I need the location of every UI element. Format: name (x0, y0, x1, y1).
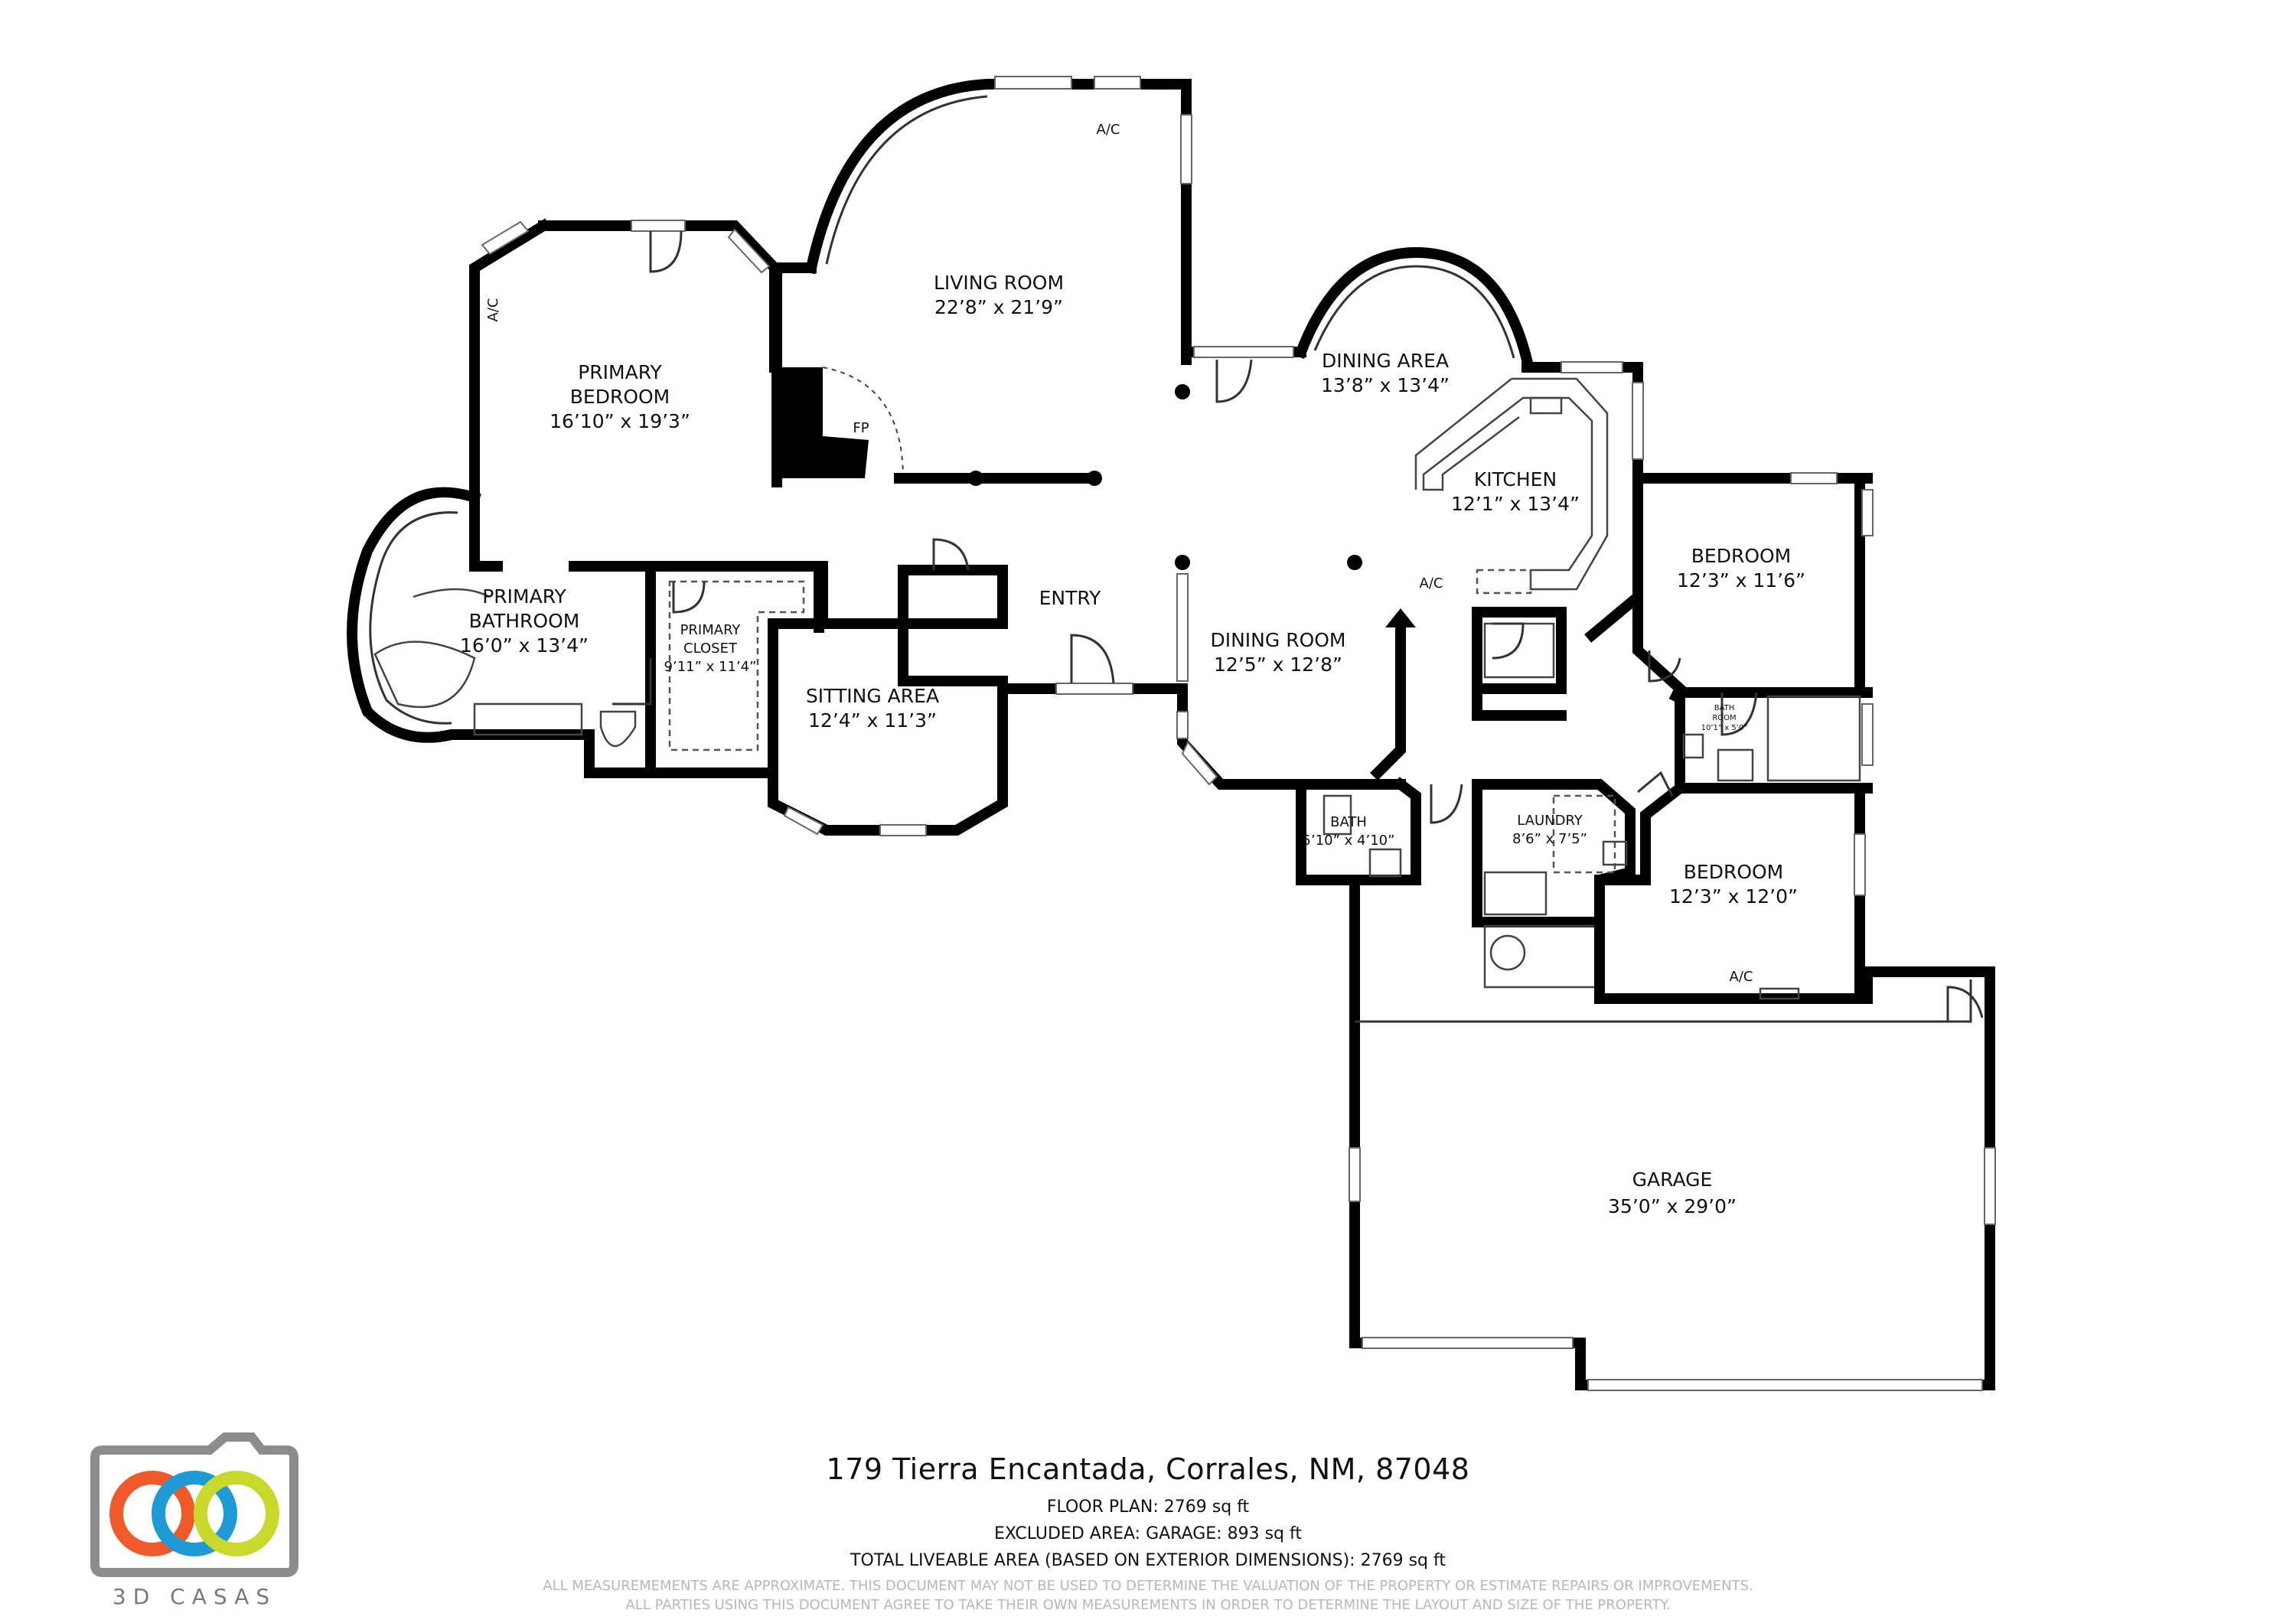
room-name-garage: GARAGE (1632, 1168, 1713, 1191)
room-dim-garage: 35’0” x 29’0” (1608, 1195, 1737, 1217)
room-dim-primary-bedroom: 16’10” x 19’3” (550, 410, 690, 432)
excluded-area: EXCLUDED AREA: GARAGE: 893 sq ft (994, 1524, 1302, 1543)
room-name-living-room: LIVING ROOM (934, 272, 1064, 294)
sitting-area-walls (768, 538, 1008, 836)
room-dim-sitting-area: 12’4” x 11’3” (808, 709, 937, 732)
svg-text:PRIMARY: PRIMARY (578, 361, 662, 383)
dining-area-walls (1215, 246, 1534, 403)
ac-label-bedroom: A/C (485, 298, 501, 322)
room-dim-primary-bathroom: 16’0” x 13’4” (460, 634, 589, 657)
property-address: 179 Tierra Encantada, Corrales, NM, 8704… (826, 1452, 1470, 1486)
logo-text: 3D CASAS (112, 1584, 277, 1609)
room-dim-bedroom-1: 12’3” x 11’6” (1677, 569, 1805, 592)
orange-ring-icon (109, 1471, 195, 1556)
room-name-dining-area: DINING AREA (1322, 350, 1449, 372)
room-dim-bedroom-2: 12’3” x 12’0” (1669, 885, 1798, 908)
room-name-kitchen: KITCHEN (1474, 468, 1557, 490)
room-dim-laundry: 8’6” x 7’5” (1512, 831, 1587, 847)
room-name-entry: ENTRY (1039, 587, 1102, 609)
room-dim-living-room: 22’8” x 21’9” (934, 296, 1063, 318)
room-name-bedroom-2: BEDROOM (1684, 861, 1784, 883)
bath-room-walls (1675, 687, 1874, 794)
green-ring-icon (194, 1471, 279, 1556)
bedroom-2-walls (1594, 771, 1866, 1004)
disclaimer-line-1: ALL MEASUREMEMENTS ARE APPROXIMATE. THIS… (543, 1578, 1753, 1594)
svg-text:BATH: BATH (1714, 704, 1735, 712)
svg-text:CLOSET: CLOSET (683, 640, 738, 657)
ac-label-dining: A/C (1420, 575, 1443, 592)
bath-walls (1296, 777, 1463, 885)
blue-ring-icon (152, 1471, 237, 1556)
dining-room-walls (1176, 608, 1416, 790)
room-name-dining-room: DINING ROOM (1210, 629, 1345, 651)
garage-walls (1349, 875, 1996, 1391)
svg-text:BEDROOM: BEDROOM (570, 386, 670, 408)
disclaimer-line-2: ALL PARTIES USING THIS DOCUMENT AGREE TO… (625, 1597, 1671, 1613)
svg-text:ROOM: ROOM (1712, 714, 1736, 722)
room-dim-dining-room: 12’5” x 12’8” (1214, 653, 1342, 676)
camera-frame-icon (90, 1432, 298, 1577)
svg-text:PRIMARY: PRIMARY (482, 585, 566, 608)
room-name-bath: BATH (1330, 814, 1367, 830)
room-dim-bath-room: 10’1” x 5’0” (1701, 724, 1748, 732)
ac-label-bedroom2: A/C (1730, 969, 1753, 985)
entry-walls (997, 573, 1306, 790)
room-dim-primary-closet: 9’11” x 11’4” (664, 659, 757, 675)
fireplace (775, 367, 904, 479)
svg-text:PRIMARY: PRIMARY (680, 622, 742, 638)
ac-label-living: A/C (1097, 122, 1120, 138)
room-dim-dining-area: 13’8” x 13’4” (1321, 374, 1450, 396)
floor-plan-area: FLOOR PLAN: 2769 sq ft (1046, 1498, 1250, 1517)
3d-casas-logo (90, 1432, 298, 1577)
primary-closet-walls (645, 561, 828, 778)
room-name-bedroom-1: BEDROOM (1691, 545, 1792, 567)
laundry-walls (1472, 607, 1636, 989)
room-name-sitting-area: SITTING AREA (806, 685, 939, 707)
room-name-laundry: LAUNDRY (1517, 813, 1583, 829)
room-labels: LIVING ROOM 22’8” x 21’9” PRIMARY BEDROO… (460, 122, 1805, 1217)
total-liveable-area: TOTAL LIVEABLE AREA (BASED ON EXTERIOR D… (850, 1551, 1446, 1570)
fireplace-label: FP (853, 420, 869, 436)
svg-text:BATHROOM: BATHROOM (469, 610, 580, 632)
primary-bathroom-walls (347, 487, 656, 778)
room-dim-bath: 5’10” x 4’10” (1303, 833, 1395, 849)
room-dim-kitchen: 12’1” x 13’4” (1451, 493, 1580, 515)
